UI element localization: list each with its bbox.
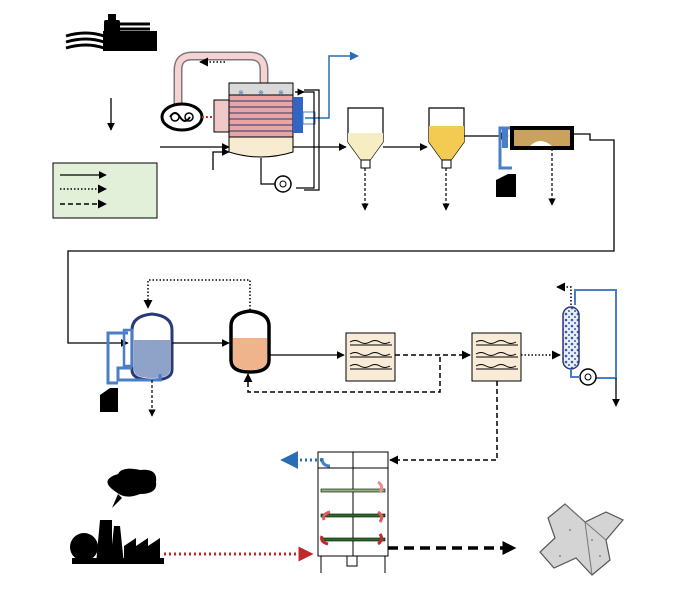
filter-press-1 xyxy=(502,126,574,150)
storage-bin-2 xyxy=(100,388,118,412)
ion-exchange-column xyxy=(562,306,580,370)
storage-bin-1 xyxy=(496,174,516,197)
evaporator-crystallizer: ※ ※ ※ xyxy=(213,82,316,158)
svg-text:※: ※ xyxy=(278,89,284,97)
tetrapod-product xyxy=(539,503,624,576)
factory-heat-source xyxy=(70,468,164,564)
vapor-compressor xyxy=(160,102,204,132)
pump-1 xyxy=(274,175,292,193)
plate-filter-2 xyxy=(471,332,522,382)
pump-2 xyxy=(579,368,597,386)
plate-filter-1 xyxy=(345,332,396,382)
settling-hopper-1 xyxy=(347,107,384,169)
salt-source-icon xyxy=(65,14,157,51)
settling-hopper-2 xyxy=(428,107,465,169)
svg-text:※: ※ xyxy=(238,89,244,97)
reactor-tank-1 xyxy=(122,312,174,382)
drying-rack xyxy=(317,451,389,573)
legend xyxy=(52,162,158,219)
svg-text:※: ※ xyxy=(258,89,264,97)
reactor-tank-2 xyxy=(229,309,271,374)
